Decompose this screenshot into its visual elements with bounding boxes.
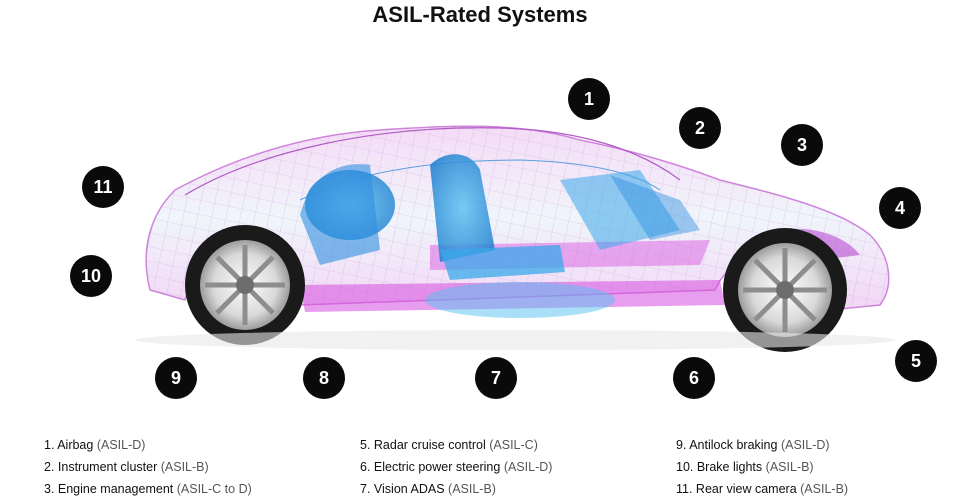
badge-1-airbag: 1 <box>568 78 610 120</box>
legend-column-1: 1. Airbag (ASIL-D) 2. Instrument cluster… <box>44 434 252 500</box>
badge-4: 4 <box>879 187 921 229</box>
legend-item: 5. Radar cruise control (ASIL-C) <box>360 438 538 452</box>
badge-10-brake-lights: 10 <box>70 255 112 297</box>
legend-item: 7. Vision ADAS (ASIL-B) <box>360 482 496 496</box>
badge-2-instrument-cluster: 2 <box>679 107 721 149</box>
legend-item: 11. Rear view camera (ASIL-B) <box>676 482 849 496</box>
badge-3-engine-management: 3 <box>781 124 823 166</box>
car-xray-illustration <box>135 125 895 352</box>
badge-5-radar-cruise: 5 <box>895 340 937 382</box>
legend-column-2: 5. Radar cruise control (ASIL-C) 6. Elec… <box>360 434 552 500</box>
car-interior <box>300 154 860 318</box>
page-title: ASIL-Rated Systems <box>372 2 588 27</box>
badge-7-vision-adas: 7 <box>475 357 517 399</box>
badge-11-rear-view-camera: 11 <box>82 166 124 208</box>
legend-item: 6. Electric power steering (ASIL-D) <box>360 460 553 474</box>
legend-item: 9. Antilock braking (ASIL-D) <box>676 438 830 452</box>
front-wheel <box>723 228 847 352</box>
legend-item: 3. Engine management (ASIL-C to D) <box>44 482 252 496</box>
legend-item: 2. Instrument cluster (ASIL-B) <box>44 460 209 474</box>
legend-column-3: 9. Antilock braking (ASIL-D) 10. Brake l… <box>676 434 848 500</box>
badge-8: 8 <box>303 357 345 399</box>
legend-item: 10. Brake lights (ASIL-B) <box>676 460 814 474</box>
legend-item: 1. Airbag (ASIL-D) <box>44 438 146 452</box>
rear-wheel <box>185 225 305 345</box>
badge-6-power-steering: 6 <box>673 357 715 399</box>
badge-9-antilock-braking: 9 <box>155 357 197 399</box>
